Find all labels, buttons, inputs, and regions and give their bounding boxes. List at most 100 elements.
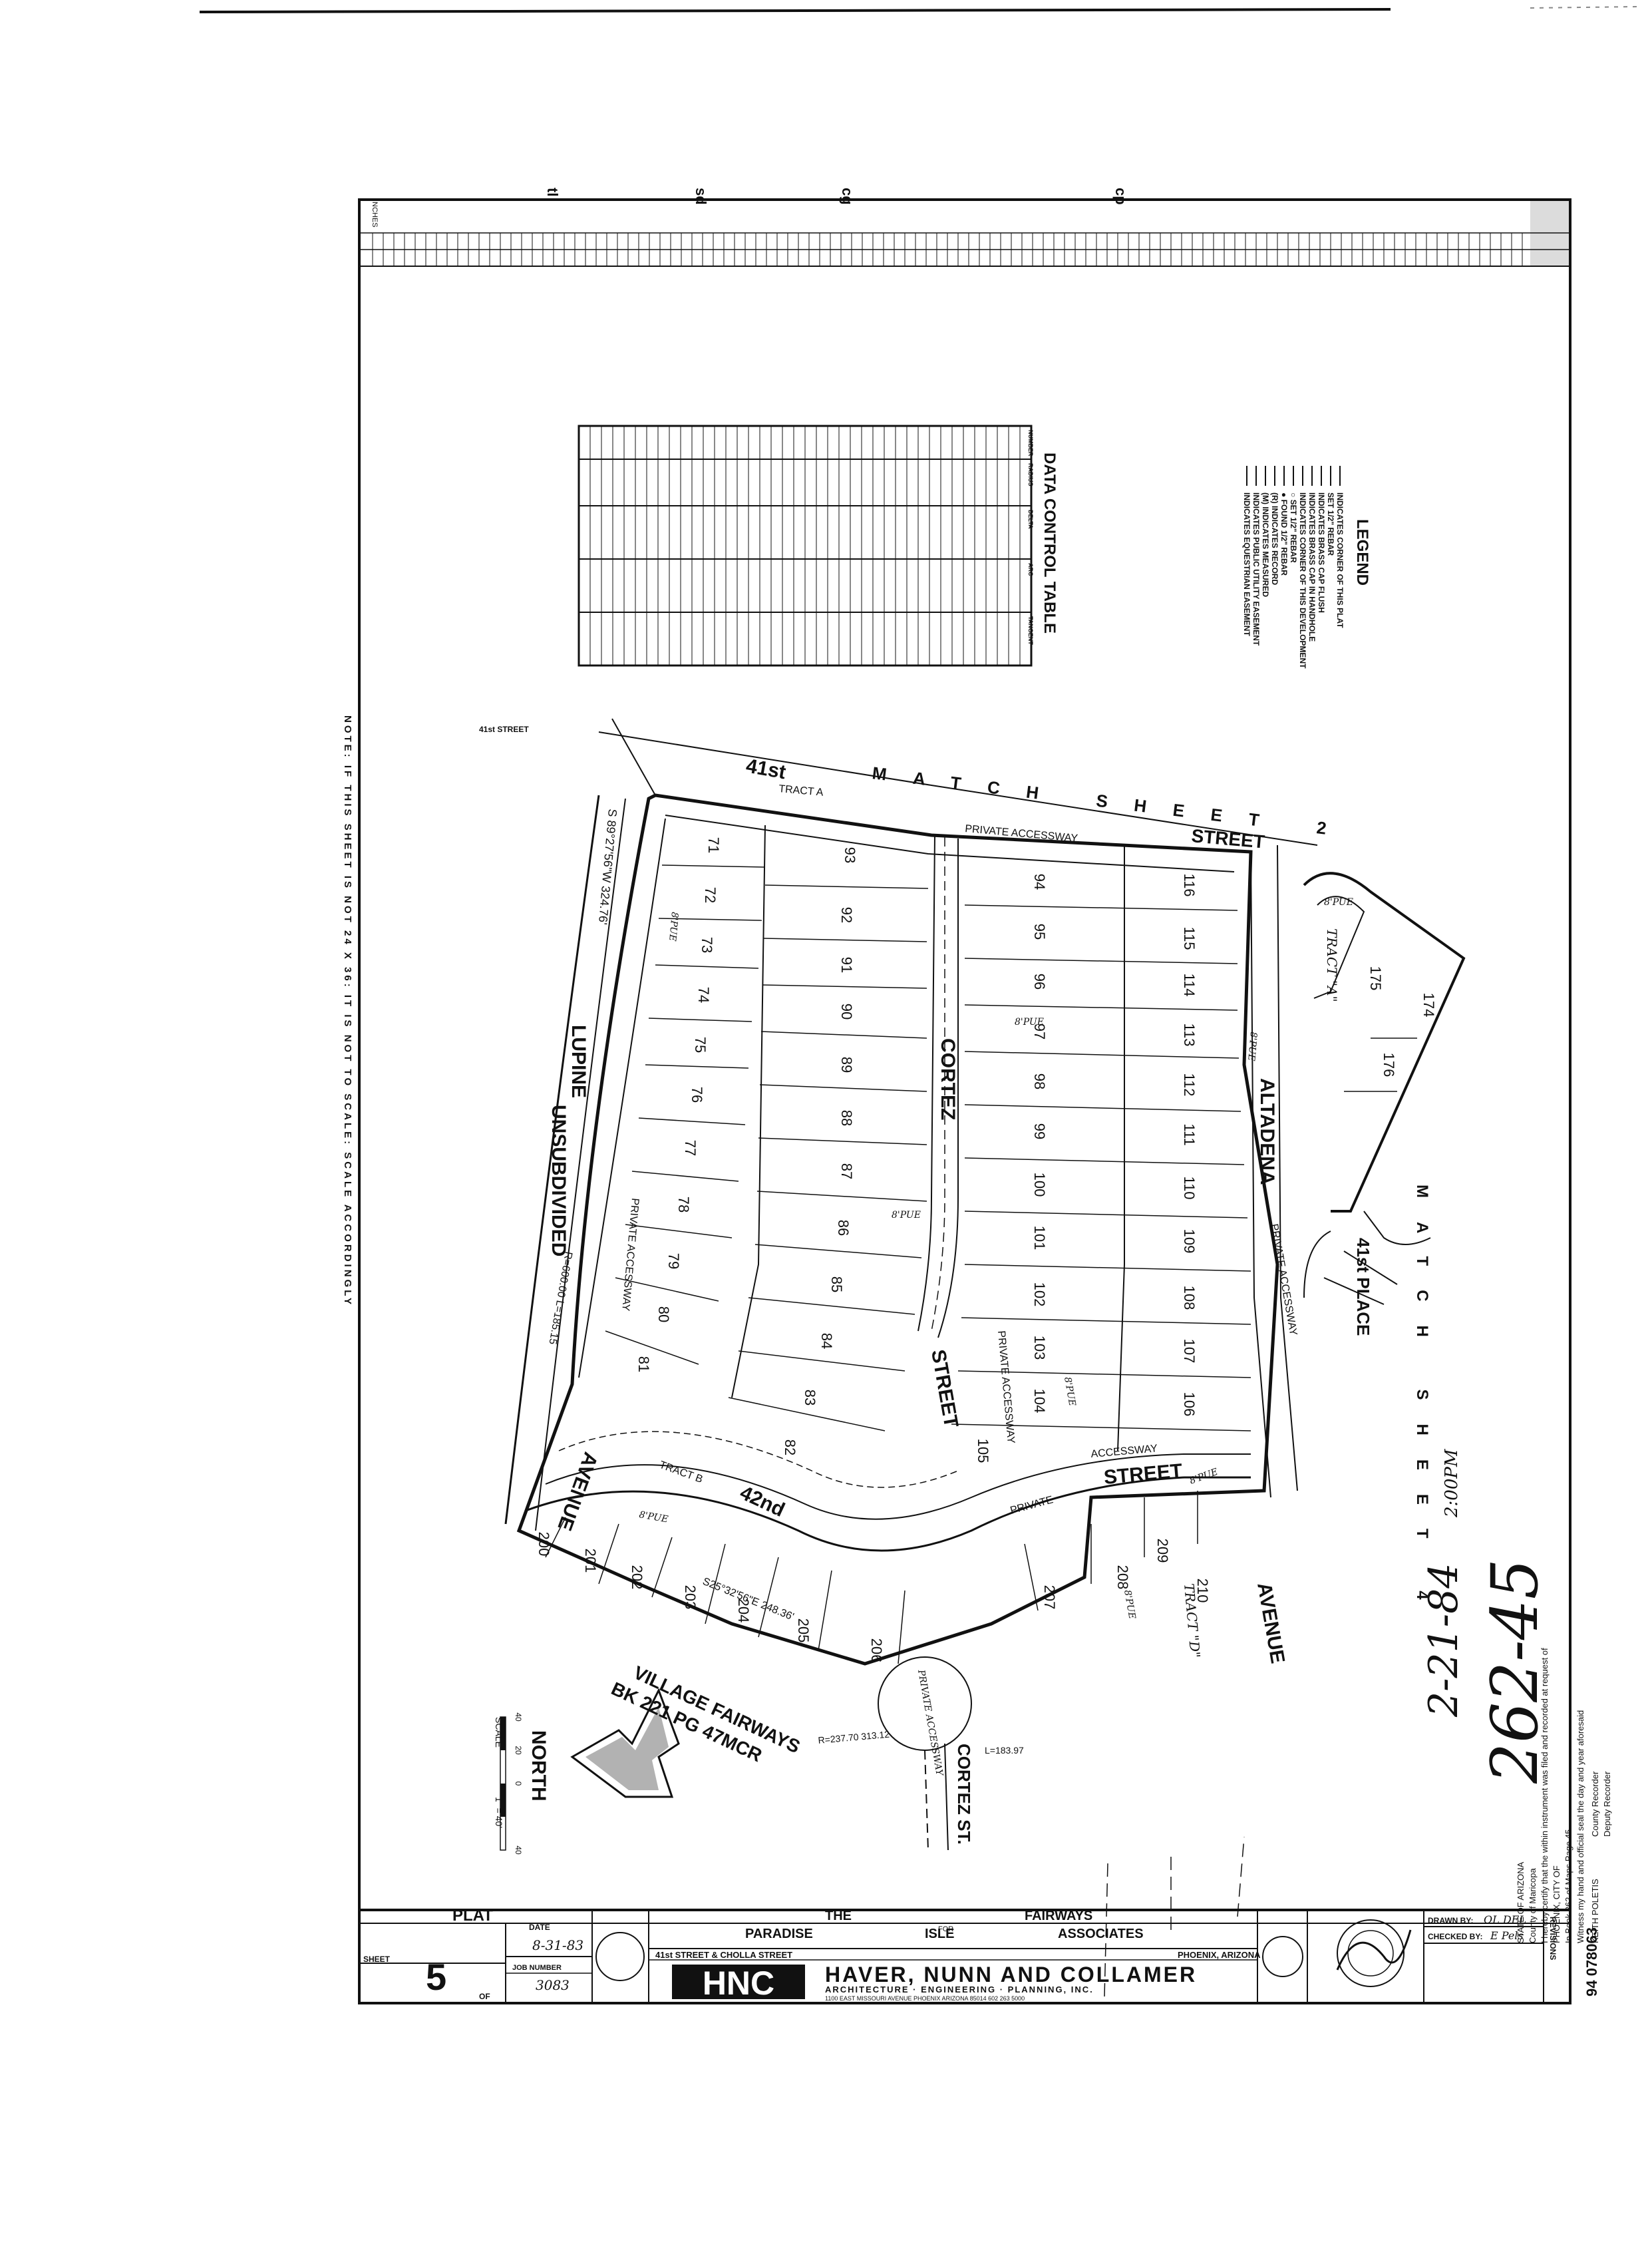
lot-number: 202 [629, 1565, 645, 1590]
strip-group-label: tl [544, 188, 561, 196]
lot-number: 108 [1181, 1286, 1198, 1310]
lot-number: 113 [1181, 1023, 1198, 1046]
curve-bottom: R=237.70 313.12 [818, 1729, 890, 1746]
lot-number: 77 [682, 1140, 699, 1156]
street-label-41st: 41st [744, 755, 788, 783]
lot-number: 83 [802, 1390, 818, 1406]
firm-logo-box [672, 1965, 805, 1999]
lot-number: 208 [1114, 1565, 1131, 1590]
title-paradise: PARADISE [745, 1927, 813, 1941]
job-number-label: JOB NUMBER [512, 1964, 562, 1972]
tract-c-label: TRACT "A" [1324, 928, 1340, 1002]
tract-a-culdesac: PRIVATE ACCESSWAY [915, 1668, 945, 1778]
lot-number: 112 [1181, 1073, 1198, 1096]
checked-by-label: CHECKED BY: [1428, 1932, 1482, 1941]
lot-number: 104 [1031, 1389, 1048, 1414]
curve-left: R=600.00 L=185.15 [546, 1250, 574, 1345]
street-label-avenue-right: AVENUE [1253, 1581, 1289, 1665]
recorder-line: Witness my hand and official seal the da… [1575, 1710, 1585, 1943]
lot-number: 78 [675, 1197, 692, 1213]
lot-number: 74 [695, 987, 712, 1003]
private-label: PRIVATE [1009, 1494, 1055, 1517]
lot-number: 85 [828, 1276, 845, 1292]
street-label-cortez-street: STREET [927, 1348, 962, 1429]
north-arrow: NORTH [528, 1688, 680, 1801]
street-label-41st-top: 41st STREET [479, 725, 529, 734]
engineer-seal [1337, 1919, 1404, 1987]
lot-number: 105 [975, 1439, 991, 1463]
lot-number: 86 [835, 1220, 852, 1236]
lot-number: 102 [1031, 1282, 1048, 1307]
lot-number: 89 [838, 1057, 855, 1073]
legend-item: INDICATES BRASS CAP IN HANDHOLE [1307, 492, 1317, 642]
drawn-by-value: OL DEL [1484, 1913, 1526, 1926]
lot-numbers: 7172737475767778798081939291908988878685… [536, 837, 1437, 1663]
recorded-date: 2-21-84 [1420, 1563, 1467, 1718]
scale-tick-label: 0 [514, 1782, 523, 1786]
title-fairways: FAIRWAYS [1025, 1909, 1092, 1923]
dct-header: RADIUS [1027, 463, 1034, 486]
lot-number: 95 [1031, 924, 1048, 940]
lot-number: 206 [868, 1638, 885, 1663]
street-label-avenue-left: AVENUE [553, 1449, 601, 1534]
legend-item: ○ SET 1/2" REBAR [1289, 492, 1298, 563]
strip-group-label: cp [1112, 188, 1129, 205]
lot-number: 72 [702, 887, 719, 903]
scale-strip-units: INCHES [371, 200, 379, 228]
lot-number: 100 [1031, 1173, 1048, 1197]
legend-item: INDICATES CORNER OF THIS DEVELOPMENT [1298, 492, 1307, 669]
title-city: PHOENIX, ARIZONA [1178, 1950, 1261, 1960]
bearing-left: S 89°27'56"W 324.76' [596, 809, 619, 926]
document-number: 94 078063 [1583, 1927, 1600, 1996]
scale-tick-label: 20 [514, 1746, 523, 1755]
pue-label: 8'PUE [892, 1210, 921, 1221]
pue-label: 8'PUE [1122, 1589, 1137, 1620]
drawn-by-label: DRAWN BY: [1428, 1916, 1473, 1925]
legend-item: INDICATES EQUESTRIAN EASEMENT [1242, 492, 1251, 636]
lot-number: 87 [838, 1163, 855, 1179]
curve-bottom-right: L=183.97 [985, 1745, 1024, 1756]
firm-name: HAVER, NUNN AND COLLAMER [825, 1963, 1197, 1986]
lot-number: 106 [1181, 1392, 1198, 1417]
pue-label: 8'PUE [667, 912, 680, 942]
job-number-value: 3083 [536, 1977, 570, 1993]
legend-item: INDICATES CORNER OF THIS PLAT [1335, 492, 1345, 628]
lot-number: 97 [1031, 1024, 1048, 1040]
lot-number: 174 [1420, 993, 1437, 1018]
match-sheet-2-label: MATCH SHEET 2 [871, 763, 1354, 841]
legend-item: ● FOUND 1/2" REBAR [1279, 492, 1289, 576]
legend-item: SET 1/2" REBAR [1326, 492, 1335, 556]
lot-number: 115 [1181, 926, 1198, 950]
lot-number: 116 [1181, 873, 1198, 896]
scale-note: NOTE: IF THIS SHEET IS NOT 24 X 36: IT I… [342, 715, 353, 1307]
date-value: 8-31-83 [532, 1937, 583, 1953]
lot-number: 91 [838, 957, 855, 973]
sheet-number: 5 [426, 1956, 446, 1998]
title-location: 41st STREET & CHOLLA STREET [655, 1950, 792, 1960]
lot-number: 79 [665, 1253, 682, 1269]
lot-number: 92 [838, 907, 855, 923]
lot-number: 99 [1031, 1123, 1048, 1139]
recorder-line: County Recorder [1590, 1771, 1600, 1837]
plan-labels: LUPINE UNSUBDIVIDED CORTEZ STREET ALTADE… [479, 725, 1431, 1845]
lot-number: 110 [1181, 1176, 1198, 1199]
street-label-41st-place: 41st PLACE [1353, 1238, 1373, 1336]
title-the: THE [825, 1909, 852, 1923]
street-label-altadena: ALTADENA [1256, 1078, 1278, 1185]
pue-label: 8'PUE [1324, 897, 1353, 908]
recorder-line: I hereby certify that the within instrum… [1540, 1648, 1550, 1943]
north-label: NORTH [528, 1730, 550, 1801]
dct-header: DELTA [1027, 510, 1034, 529]
pue-label: 8'PUE [1062, 1376, 1077, 1407]
lot-number: 94 [1031, 874, 1048, 890]
dct-header: NUMBER [1027, 430, 1034, 457]
scale-tick-label: 40 [514, 1845, 523, 1855]
street-label-42nd-street: STREET [1103, 1460, 1184, 1489]
dct-header: TANGENT [1027, 616, 1034, 645]
lot-number: 207 [1041, 1585, 1058, 1610]
lot-number: 103 [1031, 1336, 1048, 1360]
match-sheet-4-label: MATCH SHEET 4 [1413, 1185, 1431, 1624]
scale-strip: INCHES tl sd cg cp [359, 188, 1571, 267]
